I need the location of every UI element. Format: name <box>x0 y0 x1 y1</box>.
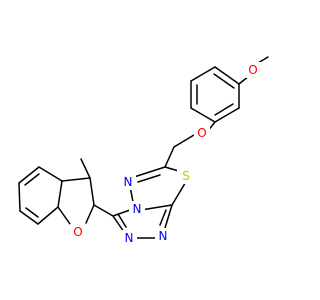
bond <box>25 207 39 218</box>
bond <box>164 146 175 168</box>
bond <box>85 204 95 224</box>
bond <box>171 179 188 206</box>
atom-n-triazole-2: N <box>125 231 134 245</box>
bond <box>19 210 39 225</box>
bond <box>159 209 167 226</box>
bond <box>61 177 91 182</box>
bond <box>214 103 234 116</box>
atom-n-thiadiazole: N <box>124 175 133 189</box>
atom-labels: O O S N N N N O <box>70 62 261 246</box>
bond <box>190 66 216 82</box>
bond <box>112 215 125 233</box>
bond <box>140 204 173 211</box>
bond <box>117 213 127 228</box>
bond <box>57 206 71 225</box>
bond <box>18 182 21 212</box>
molecule-canvas: O O S N N N N O <box>18 56 269 246</box>
bond <box>89 177 95 206</box>
bond <box>38 166 63 182</box>
molecule-structure: O O S N N N N O <box>18 56 269 246</box>
atom-o-methoxy: O <box>248 63 257 77</box>
bond <box>137 174 161 183</box>
bond <box>213 73 235 89</box>
bond <box>214 107 240 123</box>
bond <box>190 107 216 123</box>
bond <box>24 173 40 186</box>
bond <box>214 66 240 85</box>
bond <box>18 166 40 184</box>
atom-o-ether: O <box>197 126 206 140</box>
bond <box>164 204 173 229</box>
bond <box>133 166 166 178</box>
bond <box>112 209 131 217</box>
atom-n-fused: N <box>133 202 142 216</box>
bond <box>173 134 195 148</box>
bond <box>93 204 114 217</box>
atom-o-furan: O <box>73 225 82 239</box>
atom-n-triazole-1: N <box>159 229 168 243</box>
bond <box>57 180 63 208</box>
bond <box>37 206 59 225</box>
atom-s-thiadiazole: S <box>182 169 190 183</box>
bond <box>80 158 91 179</box>
